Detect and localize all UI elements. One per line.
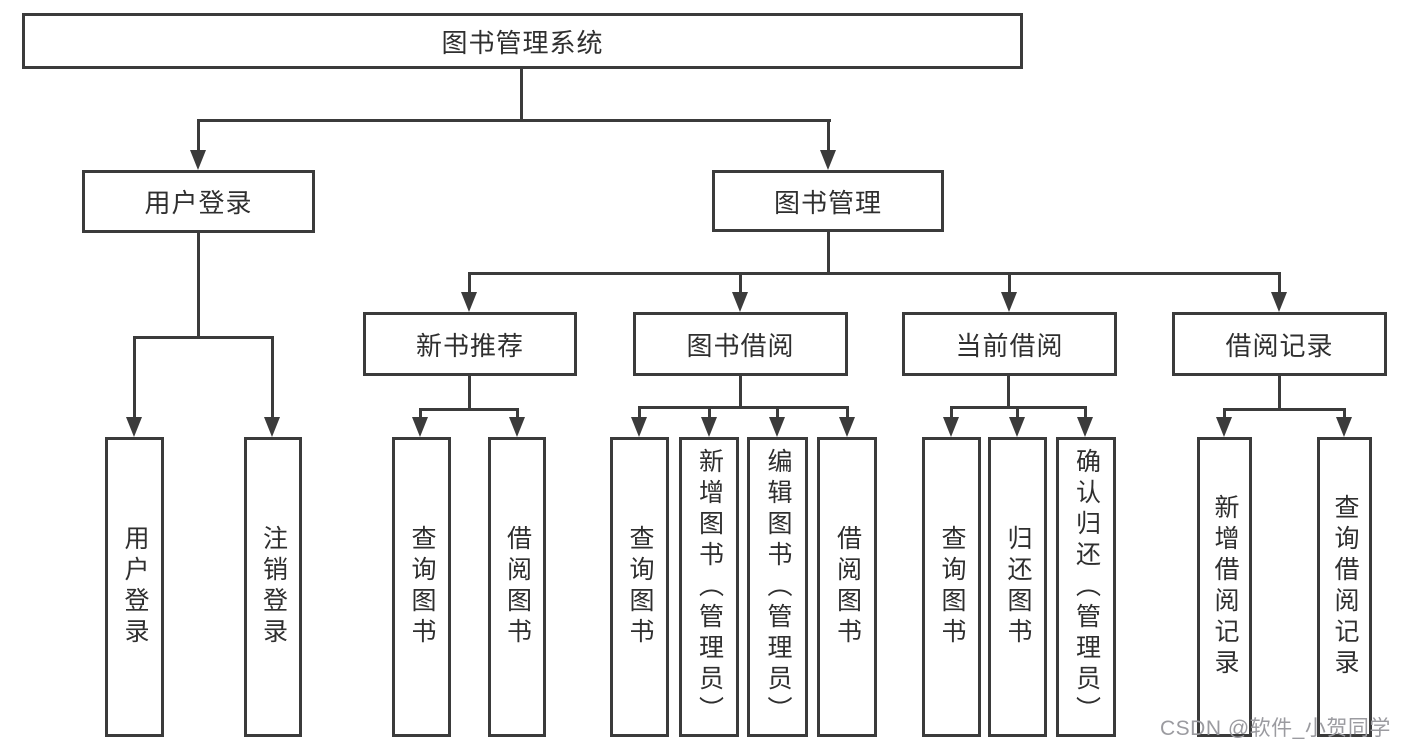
connector-drop	[1007, 375, 1010, 406]
leaf-query-books-recommend: 查询图书	[392, 437, 451, 737]
csdn-watermark: CSDN @软件_小贺同学	[1160, 717, 1391, 740]
arrow-to-leaf	[701, 417, 717, 437]
leaf-logout: 注销登录	[244, 437, 302, 737]
connector-rail	[419, 408, 519, 411]
node-book-management: 图书管理	[712, 170, 944, 232]
connector-stem	[827, 119, 830, 152]
connector-rail	[638, 406, 848, 409]
arrow-to-book-borrowing	[732, 292, 748, 312]
connector-stem	[776, 406, 779, 419]
arrow-to-leaf	[943, 417, 959, 437]
connector-level3-rail	[468, 272, 1281, 275]
arrow-to-leaf	[839, 417, 855, 437]
arrow-to-current-borrowing	[1001, 292, 1017, 312]
connector-stem	[846, 406, 849, 419]
leaf-return-books: 归还图书	[988, 437, 1047, 737]
connector-stem	[197, 119, 200, 152]
connector-stem	[1343, 408, 1346, 419]
arrow-to-leaf	[1077, 417, 1093, 437]
connector-stem	[1223, 408, 1226, 419]
connector-stem	[739, 272, 742, 294]
arrow-to-borrowing-records	[1271, 292, 1287, 312]
leaf-borrow-books: 借阅图书	[817, 437, 877, 737]
leaf-add-books-admin: 新增图书（管理员）	[679, 437, 739, 737]
connector-stem	[133, 336, 136, 419]
node-root: 图书管理系统	[22, 13, 1023, 69]
connector-stem	[1084, 406, 1087, 419]
leaf-confirm-return-admin: 确认归还（管理员）	[1056, 437, 1116, 737]
leaf-query-books-current: 查询图书	[922, 437, 981, 737]
node-borrowing-records: 借阅记录	[1172, 312, 1387, 376]
arrow-to-leaf	[1336, 417, 1352, 437]
leaf-borrow-books-recommend: 借阅图书	[488, 437, 546, 737]
leaf-edit-books-admin: 编辑图书（管理员）	[747, 437, 808, 737]
connector-user-login-rail	[133, 336, 274, 339]
leaf-user-login: 用户登录	[105, 437, 164, 737]
arrow-to-book-management	[820, 150, 836, 170]
node-new-book-recommendation: 新书推荐	[363, 312, 577, 376]
node-current-borrowing: 当前借阅	[902, 312, 1117, 376]
connector-stem	[468, 272, 471, 294]
connector-stem	[1016, 406, 1019, 419]
connector-level2-rail	[197, 119, 831, 122]
connector-stem	[419, 408, 422, 419]
connector-stem	[638, 406, 641, 419]
arrow-to-leaf	[509, 417, 525, 437]
connector-user-login-drop	[197, 232, 200, 336]
arrow-to-leaf	[769, 417, 785, 437]
arrow-to-leaf	[1216, 417, 1232, 437]
connector-trunk	[520, 69, 523, 119]
connector-rail	[1223, 408, 1346, 411]
connector-stem	[1278, 272, 1281, 294]
leaf-add-borrow-record: 新增借阅记录	[1197, 437, 1252, 737]
arrow-to-leaf	[631, 417, 647, 437]
connector-stem	[271, 336, 274, 419]
arrow-to-leaf	[412, 417, 428, 437]
node-user-login: 用户登录	[82, 170, 315, 233]
arrow-to-new-book-rec	[461, 292, 477, 312]
arrow-to-leaf-user-login	[126, 417, 142, 437]
leaf-query-books-borrowing: 查询图书	[610, 437, 669, 737]
connector-stem	[950, 406, 953, 419]
node-book-borrowing: 图书借阅	[633, 312, 848, 376]
arrow-to-leaf	[1009, 417, 1025, 437]
connector-stem	[516, 408, 519, 419]
connector-stem	[1008, 272, 1011, 294]
connector-stem	[708, 406, 711, 419]
arrow-to-user-login	[190, 150, 206, 170]
connector-drop	[468, 375, 471, 408]
arrow-to-leaf-logout	[264, 417, 280, 437]
leaf-query-borrow-record: 查询借阅记录	[1317, 437, 1372, 737]
connector-book-mgmt-drop	[827, 232, 830, 272]
connector-drop	[1278, 375, 1281, 408]
connector-drop	[739, 375, 742, 406]
